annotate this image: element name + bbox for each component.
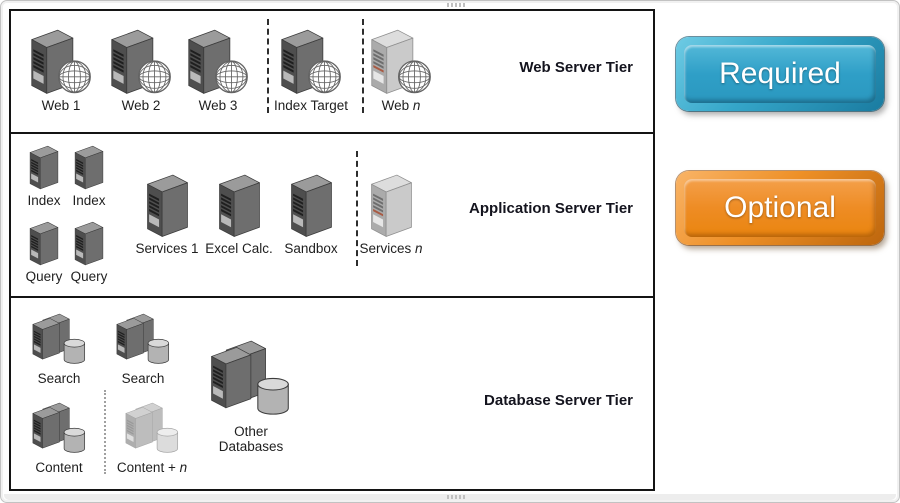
server-item-search-b: Search: [108, 312, 178, 386]
dashed-divider: [356, 151, 358, 266]
tier-web-server: Web 1 Web 2 Web 3 Index Target Web n Web…: [9, 9, 655, 134]
tier-application-server: Index Index Query Query Services 1 Excel…: [9, 132, 655, 298]
optional-badge: Optional: [676, 171, 884, 245]
server-item-content-n: Content + n: [112, 401, 192, 475]
app-server-icon: [219, 175, 259, 237]
tier-title-web: Web Server Tier: [519, 59, 633, 76]
server-label: Other Databases: [218, 424, 284, 454]
web-server-icon: [110, 27, 172, 95]
app-server-icon: [30, 146, 58, 189]
web-server-icon: [370, 27, 432, 95]
web-server-icon: [280, 27, 342, 95]
server-label: Index: [72, 193, 106, 208]
tier-title-application: Application Server Tier: [469, 200, 633, 217]
database-server-icon: [115, 312, 172, 368]
app-server-icon: [371, 175, 411, 237]
web-server-icon: [30, 27, 92, 95]
app-server-icon: [30, 222, 58, 265]
server-item-index-b: Index: [64, 144, 114, 208]
app-server-icon: [291, 175, 331, 237]
server-label: Web 1: [41, 98, 81, 113]
database-server-icon: [209, 338, 293, 421]
server-label: Web n: [381, 98, 421, 113]
server-item-index-a: Index: [19, 144, 69, 208]
server-label: Services 1: [135, 241, 199, 256]
tier-title-database: Database Server Tier: [484, 392, 633, 409]
server-label: Index: [27, 193, 61, 208]
server-item-other-databases: Other Databases: [196, 338, 306, 454]
server-item-web-1: Web 1: [21, 27, 101, 113]
server-label: Excel Calc.: [205, 241, 273, 256]
app-server-icon: [75, 146, 103, 189]
frame-grip-bottom: [447, 495, 465, 499]
server-item-search-a: Search: [24, 312, 94, 386]
server-label: Sandbox: [284, 241, 338, 256]
required-badge: Required: [676, 37, 884, 111]
server-label: Web 2: [121, 98, 161, 113]
server-label: Query: [25, 269, 63, 284]
required-badge-face: Required: [684, 45, 876, 103]
app-server-icon: [75, 222, 103, 265]
server-item-index-target: Index Target: [266, 27, 356, 113]
server-item-web-n: Web n: [361, 27, 441, 113]
optional-badge-face: Optional: [684, 179, 876, 237]
server-label: Content + n: [116, 460, 188, 475]
tier-database-server: Search Search Content Content + n Other …: [9, 296, 655, 491]
dashed-divider: [267, 19, 269, 113]
database-server-icon: [31, 312, 88, 368]
server-item-excel-calc: Excel Calc.: [199, 172, 279, 256]
server-label: Index Target: [273, 98, 349, 113]
server-label: Content: [35, 460, 83, 475]
app-server-icon: [147, 175, 187, 237]
required-badge-label: Required: [719, 57, 841, 90]
dotted-divider: [104, 390, 106, 474]
server-item-web-2: Web 2: [101, 27, 181, 113]
server-label: Query: [70, 269, 108, 284]
server-label: Web 3: [198, 98, 238, 113]
server-item-services-1: Services 1: [127, 172, 207, 256]
server-label: Services n: [359, 241, 423, 256]
frame-grip-top: [447, 3, 465, 7]
server-item-content: Content: [24, 401, 94, 475]
server-item-sandbox: Sandbox: [271, 172, 351, 256]
database-server-icon: [31, 401, 88, 457]
web-server-icon: [187, 27, 249, 95]
server-item-web-3: Web 3: [178, 27, 258, 113]
server-label: Search: [37, 371, 81, 386]
server-item-query-a: Query: [19, 220, 69, 284]
server-item-query-b: Query: [64, 220, 114, 284]
optional-badge-label: Optional: [724, 191, 836, 224]
server-item-services-n: Services n: [351, 172, 431, 256]
database-server-icon: [124, 401, 181, 457]
server-label: Search: [121, 371, 165, 386]
dashed-divider: [362, 19, 364, 113]
